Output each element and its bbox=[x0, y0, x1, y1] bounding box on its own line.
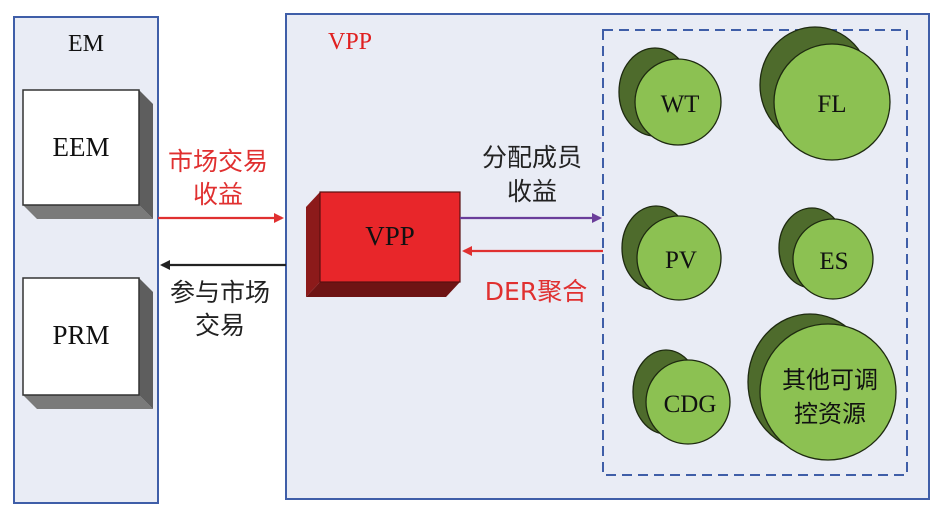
wt-label: WT bbox=[661, 91, 700, 118]
cdg-resource: CDG bbox=[632, 349, 731, 445]
eem-box-label: EEM bbox=[53, 132, 110, 162]
fl-label: FL bbox=[817, 91, 846, 118]
market-participation-label-line2: 交易 bbox=[195, 311, 245, 340]
market-revenue-label-line1: 市场交易 bbox=[168, 147, 268, 176]
vpp-panel: VPP VPP WT FL PV ES bbox=[285, 13, 930, 500]
es-resource: ES bbox=[778, 207, 874, 300]
der-resources-group bbox=[602, 29, 908, 476]
distribute-revenue-label-line1: 分配成员 bbox=[482, 143, 582, 172]
wt-resource: WT bbox=[618, 47, 722, 146]
other-label-line1: 其他可调 bbox=[782, 366, 878, 394]
other-label-line2: 控资源 bbox=[794, 400, 866, 428]
cdg-label: CDG bbox=[664, 391, 717, 418]
fl-resource: FL bbox=[759, 26, 891, 161]
market-participation-label-line1: 参与市场 bbox=[170, 278, 270, 307]
der-aggregation-label: DER聚合 bbox=[485, 277, 587, 306]
vpp-core-box: VPP bbox=[306, 191, 461, 297]
pv-label: PV bbox=[665, 247, 697, 274]
distribute-revenue-label-line2: 收益 bbox=[507, 177, 557, 206]
prm-box: PRM bbox=[22, 277, 153, 409]
vpp-core-label: VPP bbox=[365, 221, 415, 251]
em-panel-title: EM bbox=[68, 31, 104, 57]
es-label: ES bbox=[819, 248, 848, 275]
em-panel: EM EEM PRM bbox=[13, 16, 159, 504]
market-revenue-label-line2: 收益 bbox=[193, 180, 243, 209]
vpp-panel-title: VPP bbox=[328, 29, 372, 55]
pv-resource: PV bbox=[621, 205, 722, 301]
eem-box: EEM bbox=[22, 89, 153, 219]
prm-box-label: PRM bbox=[52, 320, 109, 350]
other-resource: 其他可调 控资源 bbox=[747, 313, 897, 461]
